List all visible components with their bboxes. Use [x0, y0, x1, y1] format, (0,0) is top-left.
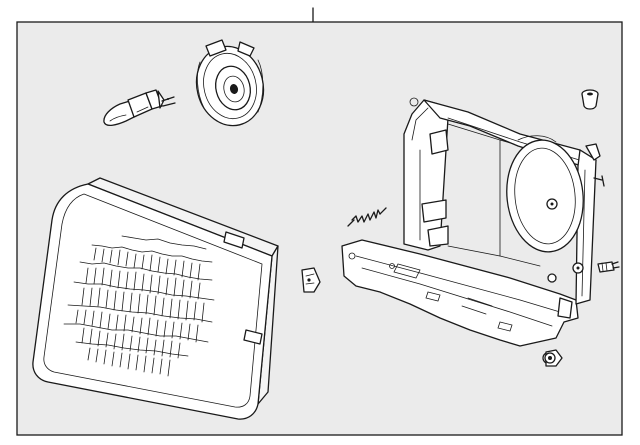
grommet-icon — [581, 89, 599, 110]
screw-icon — [597, 261, 620, 273]
headlamp-housing-icon — [341, 97, 605, 347]
grommet-lower-icon — [542, 349, 563, 367]
lens-optics-pattern — [63, 235, 215, 377]
headlamp-lens-icon — [32, 177, 279, 420]
halogen-bulb-icon — [103, 89, 176, 127]
retaining-ring-icon — [195, 39, 265, 127]
clip-icon — [301, 267, 321, 293]
spring-icon — [347, 207, 387, 227]
